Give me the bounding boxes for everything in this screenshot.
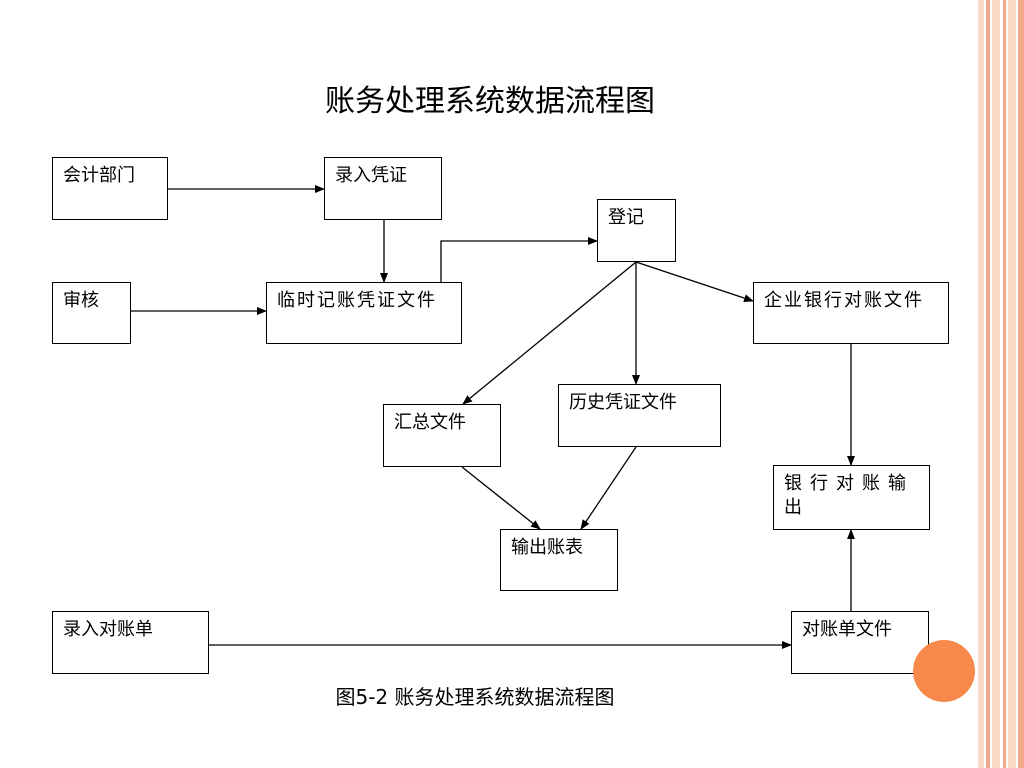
decorative-stripe <box>992 0 1000 768</box>
node-bank-reconcile-output: 银行对账输出 <box>773 465 930 530</box>
page-title: 账务处理系统数据流程图 <box>325 84 655 119</box>
arrow-register-to-summary <box>462 261 637 405</box>
node-temp-voucher-file: 临时记账凭证文件 <box>266 282 462 344</box>
node-enterprise-bank-file: 企业银行对账文件 <box>753 282 949 344</box>
arrow-history-to-ledger <box>580 446 637 530</box>
figure-caption: 图5-2 账务处理系统数据流程图 <box>335 685 615 709</box>
arrow-summary-to-ledger <box>461 466 541 530</box>
arrow-register-to-bank-file <box>635 261 754 302</box>
node-enter-voucher: 录入凭证 <box>324 157 442 220</box>
node-audit: 审核 <box>52 282 131 344</box>
decorative-circle <box>913 640 975 702</box>
decorative-stripe <box>1003 0 1006 768</box>
node-history-voucher-file: 历史凭证文件 <box>558 384 721 447</box>
node-register: 登记 <box>597 199 676 262</box>
decorative-stripe <box>978 0 984 768</box>
node-statement-file: 对账单文件 <box>791 611 929 674</box>
arrow-temp-file-to-register <box>440 237 598 282</box>
node-summary-file: 汇总文件 <box>383 404 501 467</box>
node-output-ledger: 输出账表 <box>500 529 618 591</box>
node-accounting-dept: 会计部门 <box>52 157 168 220</box>
decorative-stripe <box>1008 0 1016 768</box>
decorative-stripe <box>1018 0 1024 768</box>
node-enter-statement: 录入对账单 <box>52 611 209 674</box>
decorative-stripe <box>986 0 990 768</box>
